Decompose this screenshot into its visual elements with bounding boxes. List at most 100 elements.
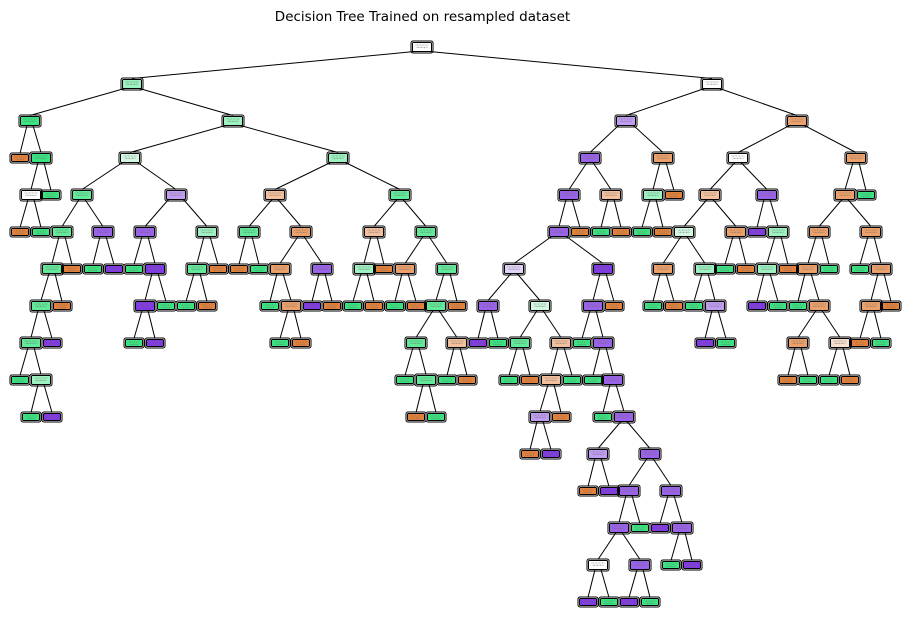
tree-edge [597,532,617,560]
tree-edge [277,199,302,227]
node-box [521,450,539,458]
tree-split-node [29,151,53,165]
tree-edge [438,310,458,338]
tree-leaf-node [592,411,614,423]
tree-leaf-node [467,337,489,349]
tree-edge [563,347,573,376]
tree-edge [61,199,80,227]
tree-edge [641,199,651,228]
tree-split-node [539,373,563,387]
node-shadow [612,410,636,424]
tree-edge [428,384,437,413]
node-shadow [663,189,685,201]
tree-split-node [268,262,292,276]
node-box [22,413,40,421]
tree-edge [415,310,434,338]
node-box [651,524,669,532]
tree-split-node [651,151,675,165]
node-shadow [50,225,74,239]
tree-edge [19,347,29,376]
tree-split-node [410,40,434,54]
node-box [685,302,703,310]
tree-split-node [670,521,694,535]
tree-split-node [133,225,157,239]
tree-edge [626,421,651,449]
node-box [665,302,683,310]
node-shadow [435,262,459,276]
tree-leaf-node [550,411,572,423]
tree-leaf-node [446,300,468,312]
node-box [641,598,659,606]
tree-split-node [859,225,883,239]
node-shadow [550,411,572,423]
node-box [261,302,279,310]
node-shadow [51,300,73,312]
tree-split-node [833,188,857,202]
tree-leaf-node [849,263,871,275]
node-shadow [120,77,144,91]
tree-edge [522,347,531,376]
tree-edge [818,199,843,227]
node-box [717,339,735,347]
tree-split-node [796,262,820,276]
tree-edge [600,199,609,228]
node-box [851,339,869,347]
tree-leaf-node [290,337,312,349]
tree-edge [542,310,562,338]
tree-edge [183,199,208,227]
tree-edge [19,199,29,228]
tree-split-node [591,336,615,350]
tree-split-node [807,299,831,313]
tree-edge [508,347,518,376]
tree-edge [605,273,615,302]
node-shadow [363,300,385,312]
node-shadow [91,225,115,239]
node-shadow [70,188,94,202]
tree-leaf-node [631,226,653,238]
node-shadow [844,151,868,165]
node-box [605,302,623,310]
tree-edge [800,347,809,376]
node-shadow [528,299,552,313]
node-box [42,191,60,199]
node-shadow [82,263,104,275]
tree-split-node [19,188,43,202]
tree-leaf-node [598,596,620,608]
node-shadow [410,40,434,54]
node-box [542,450,560,458]
tree-split-node [628,558,652,572]
tree-leaf-node [51,300,73,312]
tree-edge [139,88,234,116]
tree-edge [542,421,552,450]
tree-edge [196,236,205,264]
tree-leaf-node [405,411,427,423]
tree-split-node [785,114,809,128]
node-shadow [123,337,145,349]
tree-edge [376,236,385,265]
node-box [799,376,817,384]
node-box [469,339,487,347]
tree-leaf-node [715,337,737,349]
tree-edge [659,495,669,524]
node-shadow [591,262,615,276]
tree-edge [568,162,588,190]
tree-leaf-node [598,485,620,497]
node-shadow [263,188,287,202]
tree-edge [858,162,867,191]
node-box [177,302,195,310]
tree-edge [33,347,42,375]
tree-leaf-node [103,263,125,275]
node-box [386,302,404,310]
node-box [53,302,71,310]
tree-edge [797,273,806,302]
tree-edge [43,384,53,413]
node-box [662,561,680,569]
node-shadow [61,263,83,275]
tree-split-node [528,410,552,424]
tree-edge [418,347,427,375]
tree-edge [592,273,601,301]
tree-split-node [19,336,43,350]
tree-leaf-node [649,522,671,534]
tree-edge [251,236,260,265]
tree-split-node [726,151,750,165]
